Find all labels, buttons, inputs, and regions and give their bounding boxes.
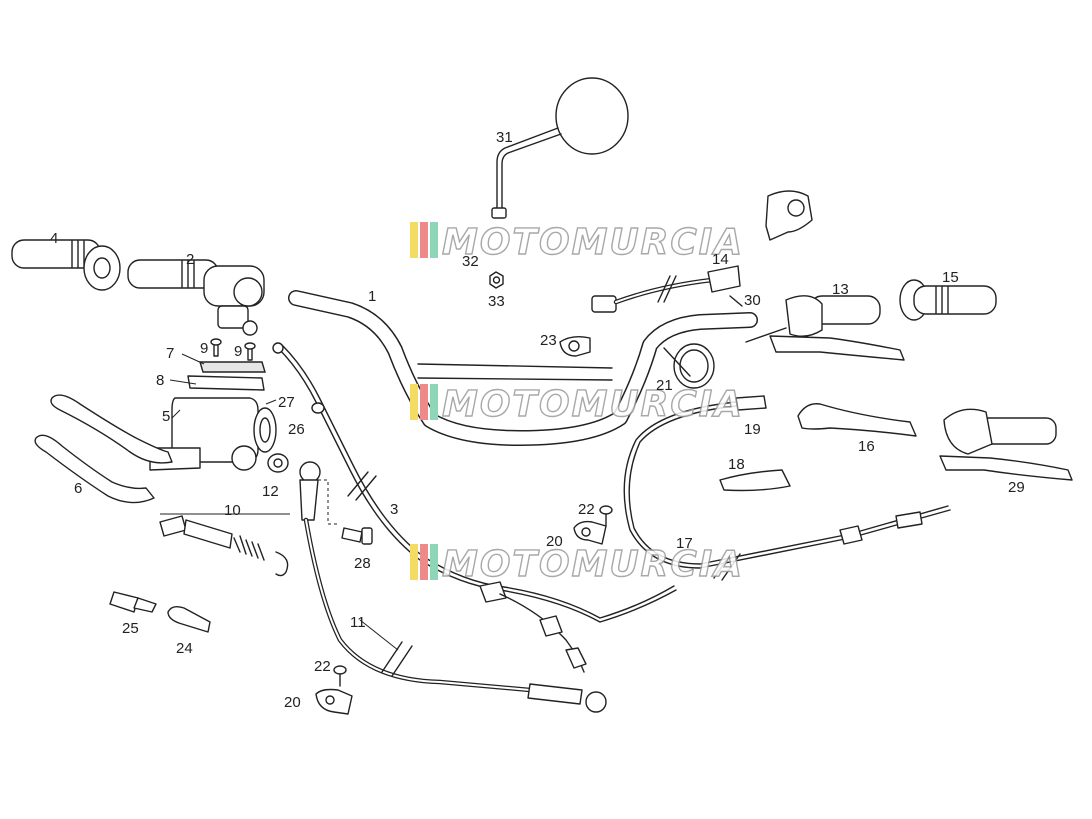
callout-22b: 22	[314, 658, 331, 675]
master-cylinder	[149, 397, 277, 471]
throttle-grip-assembly	[127, 259, 265, 336]
callout-16: 16	[858, 438, 875, 455]
clutch-cable	[623, 401, 951, 581]
piston-kit	[159, 515, 289, 577]
callout-13: 13	[832, 281, 849, 298]
callout-6: 6	[74, 480, 82, 497]
cable-clip-23	[559, 335, 591, 357]
callout-11: 11	[350, 614, 366, 631]
mirror-nut	[489, 271, 504, 289]
clutch-lever-left	[34, 434, 155, 504]
callout-1: 1	[368, 288, 376, 305]
switch-24	[167, 605, 211, 633]
adjuster-19	[735, 395, 767, 411]
callout-3: 3	[390, 501, 398, 518]
callout-5: 5	[162, 408, 170, 425]
watermark-text: MOTOMURCIA	[442, 222, 744, 263]
washer-12	[267, 453, 289, 473]
lever-16	[797, 403, 917, 437]
cable-tie	[663, 343, 715, 389]
clip-center	[573, 520, 607, 545]
clip-lower	[315, 688, 353, 715]
callout-21: 21	[656, 377, 673, 394]
callout-19: 19	[744, 421, 761, 438]
screw-22-lower	[333, 665, 347, 687]
callout-20a: 20	[546, 533, 563, 550]
callout-12: 12	[262, 483, 279, 500]
callout-17: 17	[676, 535, 693, 552]
callout-20b: 20	[284, 694, 301, 711]
front-brake-lever	[50, 394, 173, 464]
watermark-text: MOTOMURCIA	[442, 544, 744, 585]
banjo-bolt	[341, 527, 373, 545]
leader-lines	[160, 353, 399, 651]
reservoir-cover	[187, 361, 266, 391]
callout-4: 4	[50, 230, 58, 247]
watermark-middle: MOTOMURCIA	[410, 383, 744, 426]
callout-32: 32	[462, 253, 479, 270]
switch-wire	[591, 265, 741, 313]
mirror	[491, 77, 629, 219]
screw-22-center	[599, 505, 613, 527]
callout-30: 30	[744, 292, 761, 309]
callout-31: 31	[496, 129, 513, 146]
callout-9b: 9	[234, 343, 242, 360]
callout-18: 18	[728, 456, 745, 473]
right-grip	[899, 279, 997, 321]
callout-10: 10	[224, 502, 241, 519]
callout-8: 8	[156, 372, 164, 389]
handlebar	[288, 290, 758, 446]
callout-27: 27	[278, 394, 295, 411]
right-lever-assembly-29	[939, 408, 1073, 481]
callout-14: 14	[712, 251, 729, 268]
callout-7: 7	[166, 345, 174, 362]
callout-29: 29	[1008, 479, 1025, 496]
cover-screws	[210, 338, 256, 361]
callout-2: 2	[186, 251, 194, 268]
brake-hose	[303, 517, 607, 713]
right-lever-assembly-13	[745, 295, 905, 361]
callout-24: 24	[176, 640, 193, 657]
left-grip	[11, 239, 121, 291]
callout-23: 23	[540, 332, 557, 349]
callout-15: 15	[942, 269, 959, 286]
watermark-bottom: MOTOMURCIA	[410, 543, 744, 586]
callouts: 1 2 3 4 5 6 7 8 9 9 10 11 12 13 14 15 16…	[50, 129, 1025, 711]
lever-bracket-top	[765, 190, 813, 241]
screw-30	[729, 295, 743, 307]
callout-9a: 9	[200, 340, 208, 357]
callout-22a: 22	[578, 501, 595, 518]
boot-18	[719, 469, 791, 492]
banjo-fitting	[299, 461, 340, 525]
callout-33: 33	[488, 293, 505, 310]
watermark-text: MOTOMURCIA	[442, 384, 744, 425]
callout-25: 25	[122, 620, 139, 637]
callout-26: 26	[288, 421, 305, 438]
callout-28: 28	[354, 555, 371, 572]
adjuster-25	[109, 591, 157, 613]
watermark-top: MOTOMURCIA	[410, 221, 744, 264]
